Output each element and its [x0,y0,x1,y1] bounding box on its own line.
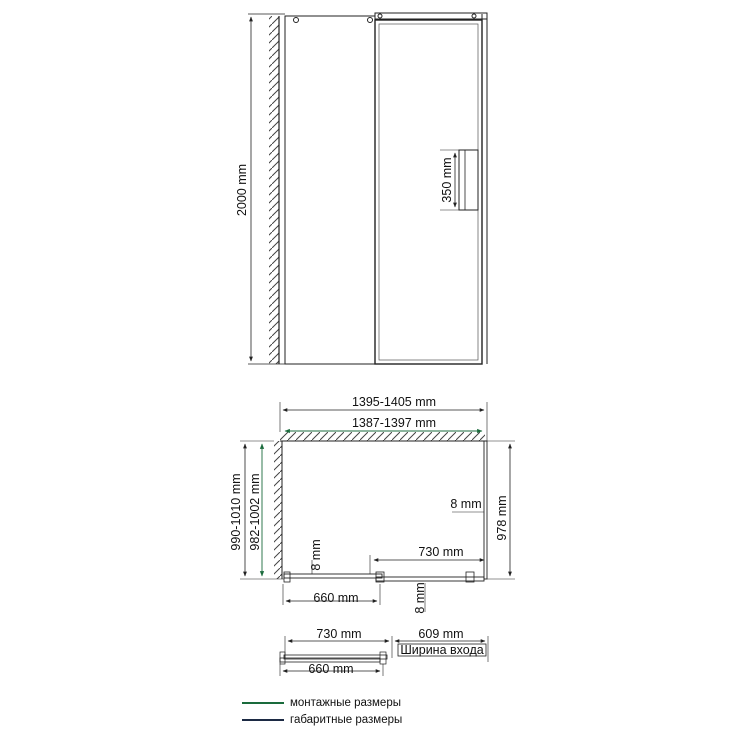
legend-mounting-label: монтажные размеры [290,697,401,709]
sliding-door [374,19,483,365]
return-gap-label: 8 mm [450,497,481,511]
overall-width-label: 1395-1405 mm [352,395,436,409]
side-depth-label: 978 mm [495,495,509,540]
mount-depth-label: 982-1002 mm [248,473,262,550]
detail-entry-label: 609 mm [418,627,463,641]
mount-width-label: 1387-1397 mm [352,416,436,430]
return-panel [483,440,488,580]
fixed-width-label: 660 mm [313,591,358,605]
roller-icon [293,17,299,23]
overall-swatch [242,719,284,721]
entry-caption: Ширина входа [400,643,483,657]
back-wall-hatch [280,432,485,441]
fixed-glass [283,573,383,579]
detail-view: 730 mm 609 mm Ширина входа 660 mm [279,627,489,676]
mounting-swatch [242,702,284,704]
height-label: 2000 mm [235,164,249,216]
handle [458,149,479,211]
plan-view: 1395-1405 mm 1387-1397 mm 990-1010 mm 98… [229,395,515,614]
overall-depth-label: 990-1010 mm [229,473,243,550]
detail-door-glass [283,654,388,660]
roller-icon [367,17,373,23]
door-glass [375,576,485,582]
fixed-panel [284,15,376,365]
glass-gap-label-top: 8 mm [309,539,323,570]
detail-door-label: 730 mm [316,627,361,641]
door-width-label: 730 mm [418,545,463,559]
side-wall-hatch [274,441,282,579]
wall-hatch [269,16,279,364]
front-view: 2000 mm 350 mm [235,12,488,365]
legend-overall: габаритные размеры [242,714,402,726]
handle-label: 350 mm [440,157,454,202]
glass-gap-label-bottom: 8 mm [413,582,427,613]
top-rail [374,12,488,20]
legend-overall-label: габаритные размеры [290,714,403,726]
detail-fixed-label: 660 mm [308,662,353,676]
legend-mounting: монтажные размеры [242,697,401,709]
